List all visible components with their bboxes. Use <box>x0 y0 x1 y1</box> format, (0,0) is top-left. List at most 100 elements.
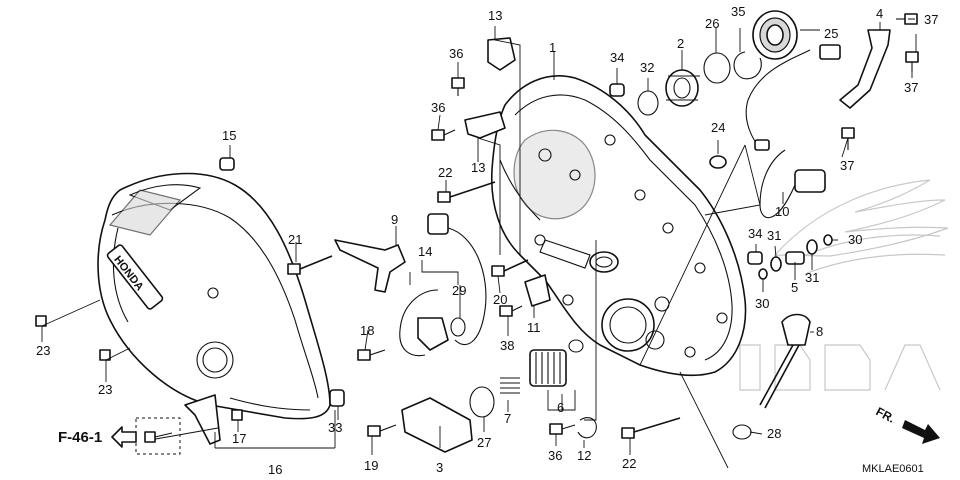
callout-14: 14 <box>418 244 432 259</box>
callout-36-c: 36 <box>548 448 562 463</box>
callout-29: 29 <box>452 283 466 298</box>
callout-12: 12 <box>577 448 591 463</box>
callout-25: 25 <box>824 26 838 41</box>
callout-34-upper: 34 <box>610 50 624 65</box>
callout-36-a: 36 <box>449 46 463 61</box>
front-direction-indicator: FR. <box>874 404 940 444</box>
callout-28: 28 <box>767 426 781 441</box>
callout-37-c: 37 <box>840 158 854 173</box>
diagram-code: MKLAE0601 <box>862 463 924 475</box>
callout-20: 20 <box>493 292 507 307</box>
right-crankcase-cover <box>490 75 747 377</box>
callout-4: 4 <box>876 6 883 21</box>
part-30-nut-b <box>823 234 833 246</box>
part-24-washer <box>709 155 727 169</box>
callout-31-a: 31 <box>767 228 781 243</box>
callout-9: 9 <box>391 212 398 227</box>
arrow-left-icon <box>111 426 137 448</box>
callout-15: 15 <box>222 128 236 143</box>
bolt-22-lower <box>621 417 681 439</box>
part-8-dipstick <box>759 313 811 409</box>
callout-11: 11 <box>527 320 541 335</box>
bolt-20 <box>491 259 529 277</box>
part-31-washer-a <box>770 256 782 272</box>
left-crankcase-cover: HONDA <box>97 172 331 445</box>
part-6-seal <box>568 339 584 353</box>
callout-2: 2 <box>677 36 684 51</box>
callout-32: 32 <box>640 60 654 75</box>
part-6-oil-filter <box>529 349 567 387</box>
callout-23-b: 23 <box>98 382 112 397</box>
bolt-23-b <box>99 349 111 361</box>
callout-17: 17 <box>232 431 246 446</box>
part-30-nut-a <box>758 268 768 280</box>
bolt-38 <box>499 305 523 317</box>
part-4-bracket <box>839 29 891 109</box>
callout-31-b: 31 <box>805 270 819 285</box>
part-14-sensor <box>399 213 487 357</box>
part-2-rotor <box>665 69 700 107</box>
callout-24: 24 <box>711 120 725 135</box>
callout-35: 35 <box>731 4 745 19</box>
callout-36-b: 36 <box>431 100 445 115</box>
bolt-36-b <box>431 129 456 141</box>
callout-10: 10 <box>775 204 789 219</box>
callout-19: 19 <box>364 458 378 473</box>
bolt-21 <box>287 255 333 275</box>
part-9-bracket <box>334 239 406 293</box>
reference-box <box>135 417 181 455</box>
part-25-bearing <box>752 10 798 60</box>
callout-22-lower: 22 <box>622 456 636 471</box>
reference-arrow[interactable]: F-46-1 <box>58 417 181 455</box>
bolt-18 <box>357 349 386 361</box>
part-10-sensor <box>745 44 841 219</box>
callout-37-a: 37 <box>924 12 938 27</box>
watermark <box>739 179 949 391</box>
bolt-23-a <box>35 315 47 327</box>
part-13-bracket-upper <box>487 37 516 71</box>
part-35-snap-ring <box>733 51 762 80</box>
callout-13-upper: 13 <box>488 8 502 23</box>
reference-label: F-46-1 <box>58 429 102 446</box>
part-33-cap <box>329 389 345 407</box>
part-34-dowel-lower <box>747 251 763 265</box>
callout-26: 26 <box>705 16 719 31</box>
callout-33: 33 <box>328 420 342 435</box>
part-27-o-ring <box>469 386 495 418</box>
part-26-o-ring <box>703 52 731 84</box>
callout-38: 38 <box>500 338 514 353</box>
callout-3: 3 <box>436 460 443 475</box>
bolt-17 <box>231 409 243 421</box>
direction-label: FR. <box>874 404 898 425</box>
callout-13-lower: 13 <box>471 160 485 175</box>
part-29-o-ring <box>450 317 466 337</box>
callout-30-b: 30 <box>755 296 769 311</box>
bolt-23-reference <box>144 431 173 443</box>
callout-30-a: 30 <box>848 232 862 247</box>
callout-1: 1 <box>549 40 556 55</box>
bolt-36-c <box>549 423 576 435</box>
part-13-bracket-lower <box>464 111 506 139</box>
callout-27: 27 <box>477 435 491 450</box>
callout-numbers: 1 2 3 4 5 6 7 8 9 10 11 12 13 13 14 15 1… <box>36 4 938 477</box>
part-11-plate <box>524 274 551 307</box>
callout-8: 8 <box>816 324 823 339</box>
part-32-o-ring <box>637 90 659 116</box>
callout-16: 16 <box>268 462 282 477</box>
part-31-washer-b <box>806 239 818 255</box>
part-7-spring <box>500 377 520 394</box>
callout-6: 6 <box>557 400 564 415</box>
callout-5: 5 <box>791 280 798 295</box>
part-15-cap <box>219 157 235 171</box>
callout-37-b: 37 <box>904 80 918 95</box>
callout-7: 7 <box>504 411 511 426</box>
callout-23-a: 23 <box>36 343 50 358</box>
arrow-right-icon <box>902 420 940 444</box>
callout-21: 21 <box>288 232 302 247</box>
part-28-o-ring <box>732 424 752 440</box>
callout-22-upper: 22 <box>438 165 452 180</box>
callout-34-lower: 34 <box>748 226 762 241</box>
part-34-dowel-upper <box>609 83 625 97</box>
bolt-19 <box>367 424 397 437</box>
